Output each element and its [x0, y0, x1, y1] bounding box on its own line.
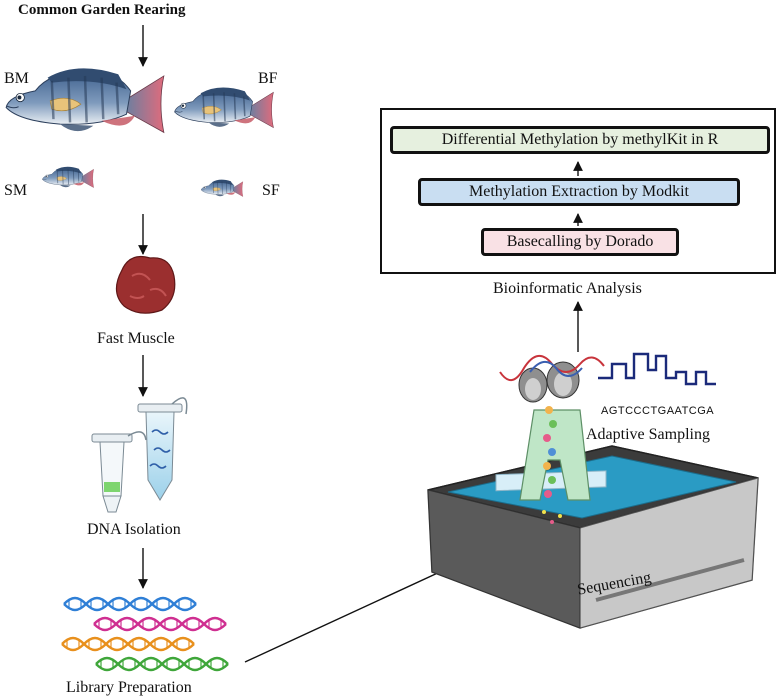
group-label-sf: SF: [262, 182, 280, 199]
bioinformatics-panel: [380, 108, 776, 274]
dna-library-icon: [60, 596, 230, 672]
sequencer-device-icon: [427, 445, 759, 629]
nanopore-icon: [499, 355, 605, 524]
pipeline-step-dorado-label: Basecalling by Dorado: [506, 233, 654, 250]
squiggle-signal: [598, 352, 716, 386]
pipeline-step-modkit: Methylation Extraction by Modkit: [418, 178, 740, 206]
muscle-tissue-icon: [115, 255, 176, 314]
group-label-sm: SM: [4, 182, 28, 199]
arrow-library-to-sequencing: [244, 564, 456, 663]
step-label-analysis: Bioinformatic Analysis: [493, 280, 642, 297]
pipeline-step-dorado: Basecalling by Dorado: [481, 228, 679, 256]
step-label-adaptive: Adaptive Sampling: [586, 426, 710, 443]
page-title: Common Garden Rearing: [18, 2, 186, 18]
step-label-tissue: Fast Muscle: [97, 330, 175, 347]
microtube-icon: [137, 397, 188, 501]
step-label-library: Library Preparation: [66, 679, 192, 696]
pipeline-step-methylkit-label: Differential Methylation by methylKit in…: [441, 131, 719, 148]
spin-column-icon: [91, 431, 147, 513]
fish-sm-icon: [41, 166, 95, 189]
fish-bm-icon: [4, 67, 166, 134]
step-label-isolation: DNA Isolation: [87, 521, 181, 538]
fish-bf-icon: [173, 86, 275, 129]
pipeline-step-methylkit: Differential Methylation by methylKit in…: [390, 126, 770, 154]
pipeline-step-modkit-label: Methylation Extraction by Modkit: [469, 183, 689, 200]
fish-sf-icon: [200, 179, 244, 197]
group-label-bm: BM: [4, 70, 29, 87]
group-label-bf: BF: [258, 70, 278, 87]
read-sequence-text: AGTCCCTGAATCGA: [601, 405, 715, 417]
